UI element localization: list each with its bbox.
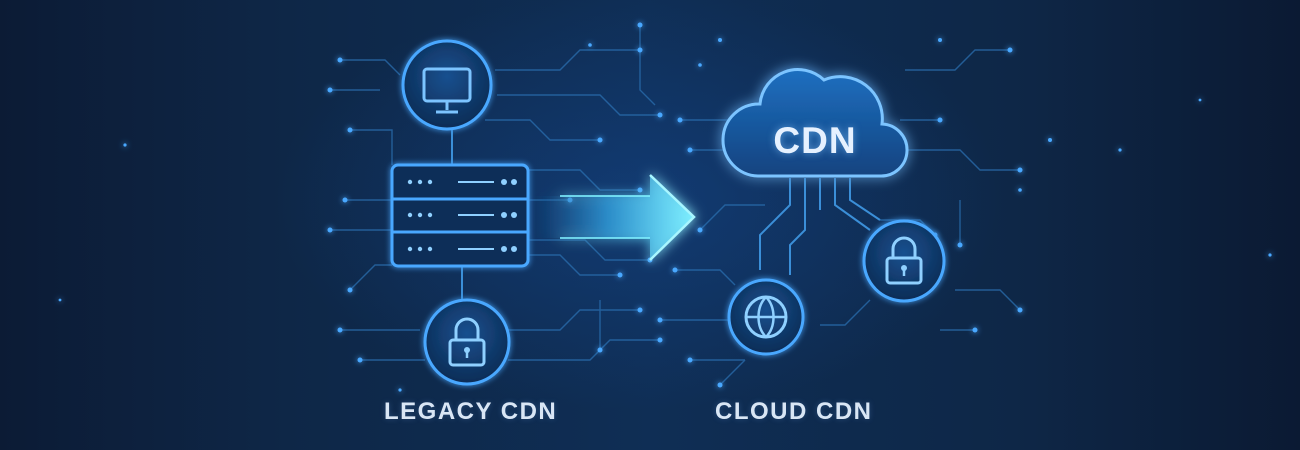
- cloud-cdn-text: CDN: [773, 120, 857, 161]
- cloud-icon: [721, 68, 909, 178]
- lock-icon: [862, 219, 946, 303]
- globe-icon: [727, 278, 805, 356]
- cloud-connectors: [759, 178, 881, 275]
- cloud-cdn-label: CLOUD CDN: [715, 398, 873, 425]
- monitor-icon: [401, 39, 493, 131]
- arrow-right-icon: [535, 174, 696, 261]
- legacy-cdn-label: LEGACY CDN: [384, 398, 558, 425]
- left-connectors: [451, 127, 463, 300]
- lock-icon: [423, 298, 511, 386]
- server-rack-icon: [390, 163, 530, 268]
